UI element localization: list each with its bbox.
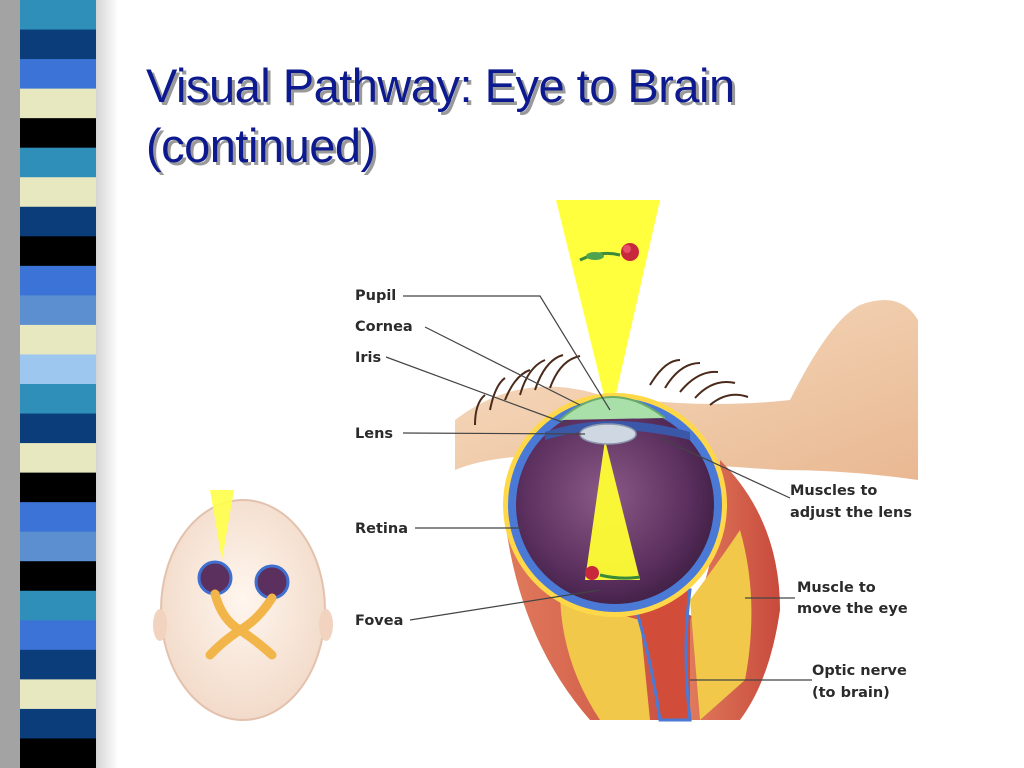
- stripe-block: [20, 354, 96, 385]
- label-optic-nerve-line1: Optic nerve: [812, 663, 907, 679]
- stripe-block: [20, 590, 96, 621]
- stripe-block: [20, 413, 96, 444]
- stripe-block: [20, 384, 96, 415]
- stripe-block: [20, 502, 96, 533]
- fat-tissue-right: [690, 530, 752, 720]
- color-stripes: [20, 0, 96, 768]
- stripe-block: [20, 0, 96, 31]
- label-muscles-lens-line2: adjust the lens: [790, 505, 912, 521]
- title-line-1: Visual Pathway: Eye to Brain: [146, 59, 735, 112]
- stripe-block: [20, 561, 96, 592]
- label-muscles-lens-line1: Muscles to: [790, 483, 877, 499]
- optic-nerve: [627, 588, 692, 722]
- leader-lines: [385, 295, 812, 681]
- stripe-block: [20, 59, 96, 90]
- label-fovea: Fovea: [355, 613, 403, 629]
- slide-title: Visual Pathway: Eye to Brain (continued): [146, 56, 906, 176]
- stripe-block: [20, 443, 96, 474]
- small-right-eye: [254, 564, 290, 600]
- label-iris: Iris: [355, 350, 381, 366]
- fat-tissue-left: [560, 590, 650, 720]
- stripe-block: [20, 324, 96, 355]
- eyelashes: [474, 354, 749, 426]
- small-light-beam: [210, 490, 234, 560]
- inverted-rose-icon: [585, 566, 641, 580]
- label-lens: Lens: [355, 426, 393, 442]
- head-top-view: [153, 490, 333, 721]
- cornea: [559, 396, 666, 421]
- stripe-block: [20, 147, 96, 178]
- lens: [579, 423, 637, 445]
- decorative-stripe-bar: [0, 0, 118, 768]
- head-outline: [160, 499, 326, 721]
- stripe-block: [20, 295, 96, 326]
- optic-pathway: [205, 589, 277, 660]
- stripe-block: [20, 738, 96, 768]
- left-ear: [153, 609, 167, 641]
- stripe-block: [20, 649, 96, 680]
- iris: [545, 421, 690, 440]
- small-left-eye: [197, 560, 233, 596]
- inner-light-cone: [585, 440, 640, 580]
- stripe-block: [20, 29, 96, 60]
- stripe-block: [20, 531, 96, 562]
- stripe-block: [20, 679, 96, 710]
- stripe-block: [20, 472, 96, 503]
- stripe-block: [20, 265, 96, 296]
- title-line-2: (continued): [146, 119, 376, 172]
- gray-edge-strip: [0, 0, 20, 768]
- stripe-shadow: [96, 0, 118, 768]
- label-muscle-eye-line1: Muscle to: [797, 580, 876, 596]
- stripe-block: [20, 118, 96, 149]
- stripe-block: [20, 206, 96, 237]
- label-pupil: Pupil: [355, 288, 396, 304]
- label-muscle-eye-line2: move the eye: [797, 601, 908, 617]
- incoming-light-cone: [556, 200, 660, 420]
- stripe-block: [20, 88, 96, 119]
- rose-icon: [579, 243, 639, 262]
- stripe-block: [20, 236, 96, 267]
- label-cornea: Cornea: [355, 319, 413, 335]
- stripe-block: [20, 177, 96, 208]
- stripe-block: [20, 620, 96, 651]
- right-ear: [319, 609, 333, 641]
- label-retina: Retina: [355, 521, 408, 537]
- stripe-block: [20, 708, 96, 739]
- label-optic-nerve-line2: (to brain): [812, 685, 890, 701]
